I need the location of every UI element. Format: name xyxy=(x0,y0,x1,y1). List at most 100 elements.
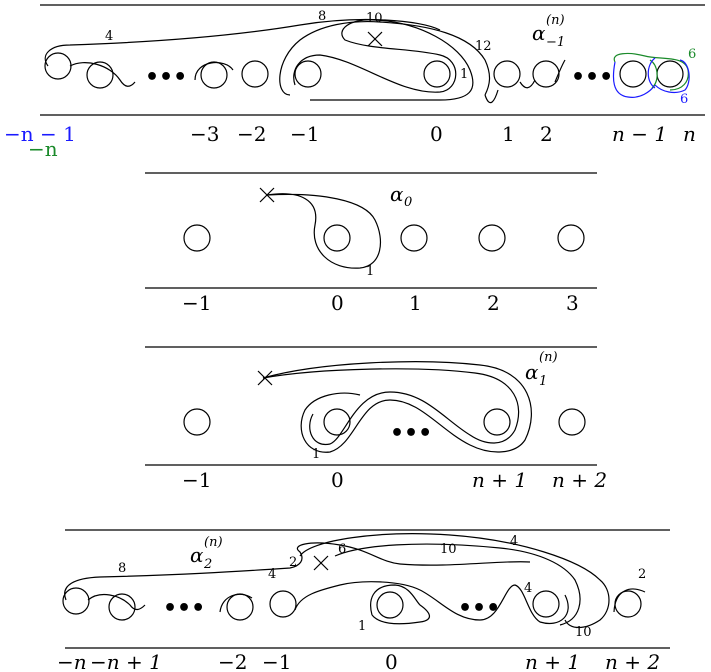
tick-label: n − 1 xyxy=(612,122,667,146)
ellipsis: ••• xyxy=(571,65,613,90)
strand xyxy=(299,533,610,629)
strand xyxy=(613,588,646,613)
strand xyxy=(519,79,536,89)
tick-label: 1 xyxy=(502,122,515,146)
strand xyxy=(334,543,581,626)
puncture xyxy=(241,60,269,88)
puncture xyxy=(294,60,322,88)
curve-label-greek: α xyxy=(525,360,539,384)
curve-label-sup: (n) xyxy=(539,350,558,365)
strand xyxy=(262,361,532,453)
strand xyxy=(554,59,566,83)
curve-label-sup: (n) xyxy=(546,13,565,28)
puncture xyxy=(532,590,560,618)
base-point-cross xyxy=(313,555,329,571)
tick-label: n + 2 xyxy=(605,650,660,672)
puncture xyxy=(323,224,351,252)
strand xyxy=(370,584,430,625)
ellipsis: ••• xyxy=(145,65,187,90)
blue-loop xyxy=(647,57,656,89)
puncture xyxy=(656,60,684,88)
curve-label-sup: (n) xyxy=(204,535,223,550)
strand xyxy=(219,593,253,613)
puncture xyxy=(557,224,585,252)
tick-label: −2 xyxy=(218,650,247,672)
ellipsis: ••• xyxy=(390,421,432,446)
blue-loop xyxy=(612,59,690,98)
puncture xyxy=(44,52,72,80)
weight-label: 10 xyxy=(366,11,383,26)
puncture xyxy=(183,224,211,252)
strand xyxy=(279,21,491,96)
tick-label: −n + 1 xyxy=(90,650,162,672)
curve-label-greek: α xyxy=(390,182,404,206)
panel-alpha-1: ••• 1 α (n) 1 −1 0 n + 1 n + 2 xyxy=(145,346,607,492)
tick-label-green: −n xyxy=(28,137,58,161)
weight-label: 10 xyxy=(575,625,592,640)
puncture xyxy=(200,61,228,89)
weight-label: 6 xyxy=(338,542,346,557)
strand xyxy=(44,18,441,67)
tick-label: 0 xyxy=(331,468,344,492)
tick-label: −2 xyxy=(237,122,266,146)
strand xyxy=(293,19,474,101)
puncture xyxy=(323,408,351,436)
strand xyxy=(484,89,499,104)
base-point-cross xyxy=(257,370,273,386)
weight-label: 8 xyxy=(318,9,326,24)
tick-label: −1 xyxy=(182,468,211,492)
strand xyxy=(69,62,136,87)
panel-alpha-2: ••• ••• 8 2 6 10 4 4 2 4 1 10 α (n) 2 −n… xyxy=(57,529,670,672)
panel-alpha-0: 1 α 0 −1 0 1 2 3 xyxy=(145,172,597,315)
curve-label: α (n) 1 xyxy=(525,350,558,389)
tick-label: −1 xyxy=(182,291,211,315)
base-point-cross xyxy=(367,31,383,47)
tick-label-blue: −n − 1 xyxy=(4,122,76,146)
curve-label: α 0 xyxy=(390,182,412,210)
curve-label-greek: α xyxy=(532,21,546,45)
weight-label: 4 xyxy=(524,581,532,596)
weight-label: 1 xyxy=(460,67,468,82)
weight-label-green: 6 xyxy=(688,47,696,62)
puncture xyxy=(478,224,506,252)
curve-label-sub: 1 xyxy=(539,374,547,389)
tick-label: n + 2 xyxy=(552,468,607,492)
weight-label-blue: 6 xyxy=(680,92,688,107)
tick-label: 2 xyxy=(487,291,500,315)
puncture xyxy=(619,60,647,88)
tick-label: 0 xyxy=(385,650,398,672)
strand xyxy=(262,368,520,446)
tick-label: −3 xyxy=(190,122,219,146)
puncture xyxy=(400,224,428,252)
weight-label: 4 xyxy=(510,534,518,549)
curve-label-sub: −1 xyxy=(546,35,565,50)
tick-label: 1 xyxy=(409,291,422,315)
puncture xyxy=(483,408,511,436)
curve-label: α (n) −1 xyxy=(532,13,565,50)
ellipsis: ••• xyxy=(163,596,205,621)
weight-label: 8 xyxy=(118,561,126,576)
strand xyxy=(266,193,382,269)
tick-label: 0 xyxy=(430,122,443,146)
weight-label: 2 xyxy=(638,567,646,582)
puncture xyxy=(86,61,114,89)
weight-label: 4 xyxy=(268,567,276,582)
weight-label: 2 xyxy=(289,555,297,570)
weight-label: 1 xyxy=(366,264,374,279)
curve-label-greek: α xyxy=(190,543,204,567)
weight-label: 10 xyxy=(440,542,457,557)
curve-label-sub: 0 xyxy=(404,195,412,210)
weight-label: 12 xyxy=(475,39,492,54)
panel-alpha-minus-1: ••• ••• 4 8 10 12 1 6 6 α (n) −1 xyxy=(4,4,705,161)
tick-label: −1 xyxy=(290,122,319,146)
puncture xyxy=(558,408,586,436)
tick-label: n + 1 xyxy=(525,650,580,672)
tick-label: 3 xyxy=(566,291,579,315)
puncture xyxy=(376,591,404,619)
puncture xyxy=(493,60,521,88)
strand xyxy=(194,62,234,81)
puncture xyxy=(226,593,254,621)
puncture xyxy=(62,587,90,615)
curve-label-sub: 2 xyxy=(203,557,212,572)
